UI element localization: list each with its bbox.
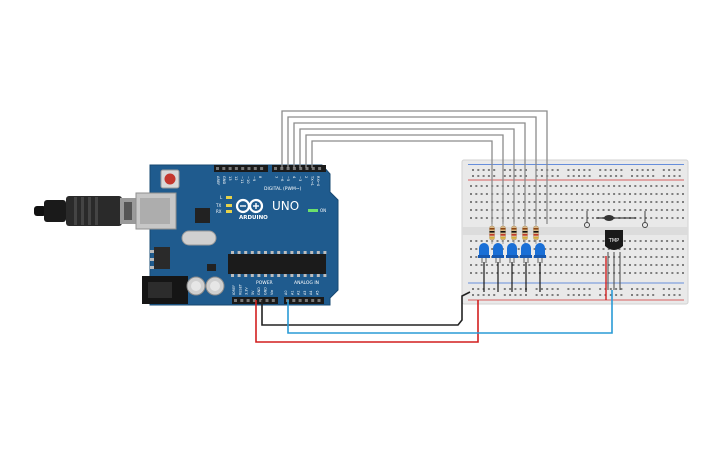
board-name: UNO bbox=[272, 199, 299, 213]
voltage-regulator bbox=[154, 247, 170, 269]
power-pin-label: GND bbox=[264, 287, 268, 295]
resistor[interactable] bbox=[533, 222, 539, 244]
digital-header-right bbox=[272, 165, 326, 172]
pin-label: 4 bbox=[292, 176, 296, 179]
red-5v-wire[interactable] bbox=[255, 300, 479, 343]
crystal-oscillator bbox=[181, 230, 217, 246]
tmp-sensor-label: TMP bbox=[608, 238, 619, 244]
analog-section-label: ANALOG IN bbox=[294, 280, 319, 286]
pin-label: TX→1 bbox=[310, 175, 314, 186]
blue-led[interactable] bbox=[492, 243, 504, 263]
onboard-leds bbox=[226, 196, 318, 213]
analog-pin-label: A5 bbox=[316, 291, 320, 295]
pin-label: ~5 bbox=[286, 176, 290, 181]
power-pin-label: 3.3V bbox=[245, 287, 249, 295]
blue-led[interactable] bbox=[520, 243, 532, 263]
cyan-signal-wire[interactable] bbox=[287, 290, 613, 334]
capacitor bbox=[205, 276, 225, 296]
usb-cable[interactable] bbox=[34, 196, 136, 226]
pin-label: ~6 bbox=[280, 176, 284, 182]
pin-label: ~10 bbox=[246, 176, 250, 184]
power-pin-label: Vin bbox=[270, 290, 274, 295]
capacitor bbox=[186, 276, 206, 296]
led-array[interactable] bbox=[478, 243, 546, 263]
pin-label: 7 bbox=[274, 176, 278, 178]
digital-header-left bbox=[214, 165, 268, 172]
atmega-chip bbox=[228, 251, 327, 277]
thermometer-icon bbox=[584, 211, 648, 228]
pin-label: AREF bbox=[216, 176, 220, 185]
pin-label: RX←0 bbox=[316, 176, 320, 187]
blue-led[interactable] bbox=[534, 243, 546, 263]
analog-pin-label: A3 bbox=[303, 291, 307, 295]
digital-wires[interactable] bbox=[281, 110, 548, 224]
led-leg-wires bbox=[483, 262, 541, 292]
analog-header bbox=[284, 297, 324, 304]
power-pin-label: IOREF bbox=[232, 285, 236, 295]
pin-label: ~11 bbox=[240, 176, 244, 184]
reset-button[interactable] bbox=[160, 169, 180, 189]
brand-label: ARDUINO bbox=[239, 215, 268, 221]
led-l-label: L bbox=[220, 195, 223, 200]
pin-label: 13 bbox=[228, 176, 232, 181]
pin-label: ~3 bbox=[298, 176, 302, 181]
resistor[interactable] bbox=[511, 222, 517, 244]
pin-label: 8 bbox=[258, 176, 262, 179]
pin-label: GND bbox=[222, 176, 226, 184]
power-section-label: POWER bbox=[256, 280, 273, 286]
blue-led[interactable] bbox=[506, 243, 518, 263]
blue-led[interactable] bbox=[478, 243, 490, 263]
digital-header-title: DIGITAL (PWM~) bbox=[264, 186, 302, 192]
resistor[interactable] bbox=[500, 222, 506, 244]
resistor-array[interactable] bbox=[489, 222, 539, 244]
arduino-logo-icon bbox=[235, 198, 264, 214]
black-gnd-wire[interactable] bbox=[261, 291, 471, 326]
led-rx-label: RX bbox=[216, 209, 222, 214]
analog-pin-label: A1 bbox=[290, 291, 294, 295]
power-pin-label: GND bbox=[257, 287, 261, 295]
power-pin-label: 5V bbox=[251, 290, 255, 295]
breadboard[interactable] bbox=[461, 159, 689, 305]
resistor[interactable] bbox=[522, 222, 528, 244]
usb-chip bbox=[195, 208, 210, 223]
pin-label: 2 bbox=[304, 176, 308, 178]
resistor[interactable] bbox=[489, 222, 495, 244]
analog-pin-label: A4 bbox=[309, 291, 313, 295]
analog-pin-label: A0 bbox=[284, 291, 288, 295]
pin-label: 12 bbox=[234, 176, 238, 181]
tmp-sensor[interactable]: TMP bbox=[605, 230, 623, 290]
analog-pin-label: A2 bbox=[297, 291, 301, 295]
dc-power-jack bbox=[142, 276, 188, 304]
led-tx-label: TX bbox=[215, 203, 221, 208]
power-pin-label: RESET bbox=[238, 283, 242, 295]
pin-label: ~9 bbox=[252, 176, 256, 182]
on-label: ON bbox=[320, 208, 326, 213]
